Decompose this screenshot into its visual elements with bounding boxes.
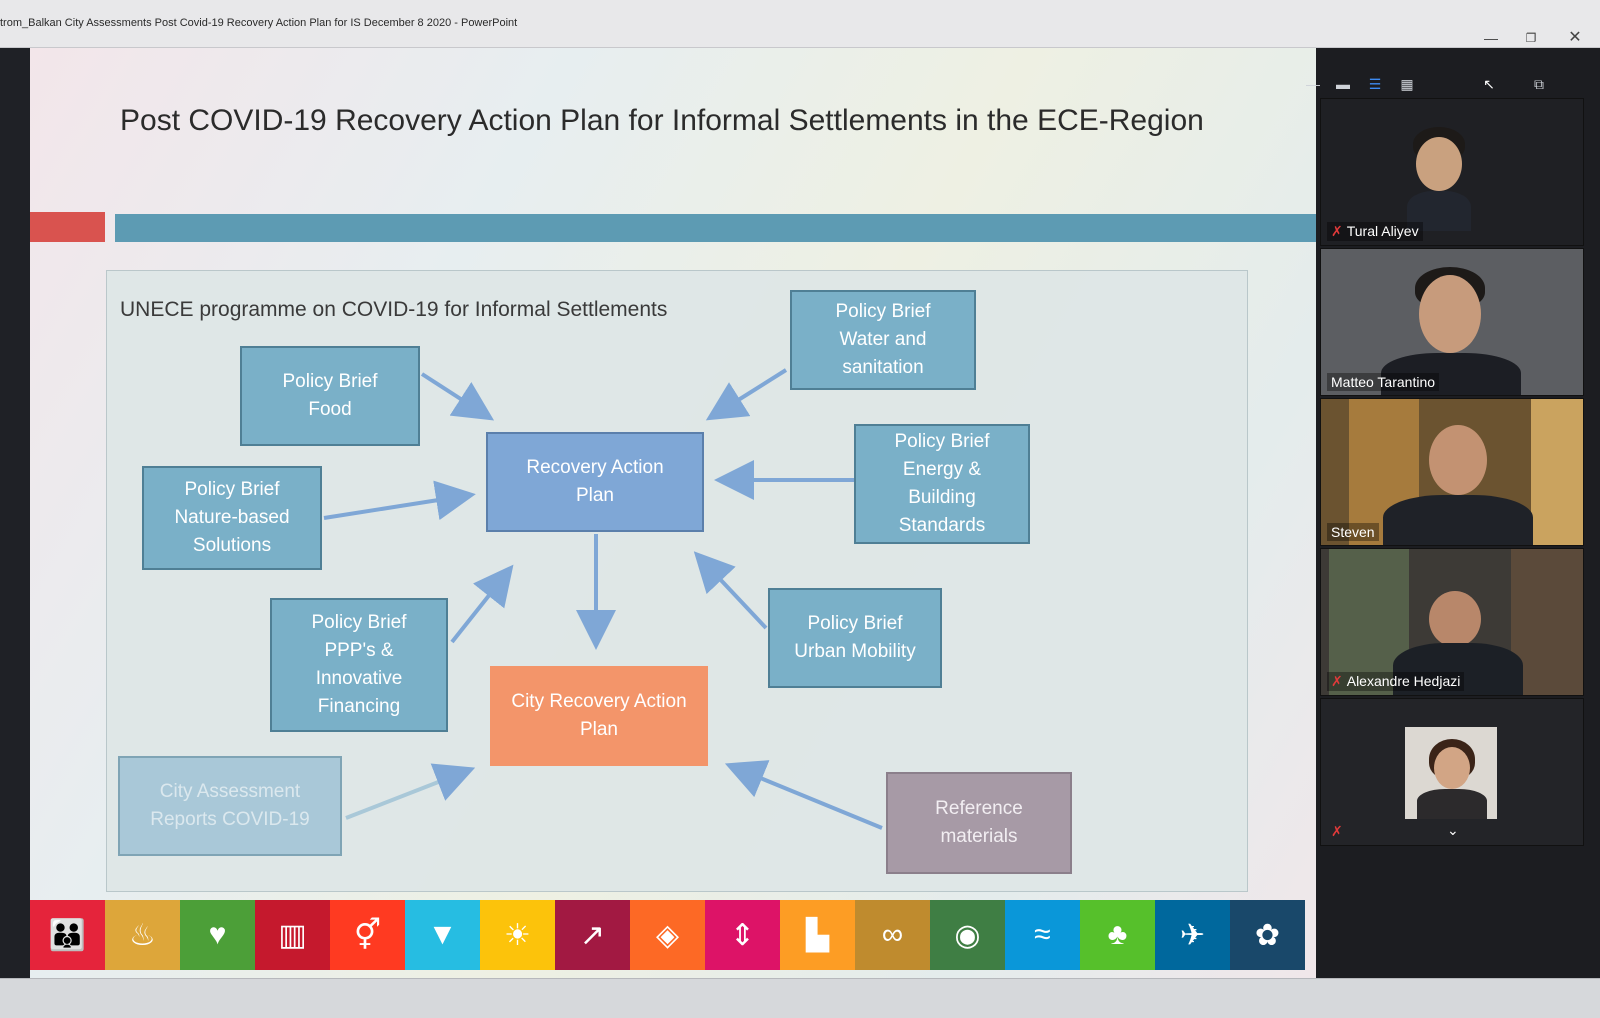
mic-off-icon: ✗ xyxy=(1331,223,1343,239)
dove-icon: ✈ xyxy=(1155,900,1230,970)
restore-icon[interactable]: ❐ xyxy=(1525,31,1537,45)
participant-face xyxy=(1434,747,1470,789)
video-gallery: — ▬ ☰ ▦ ↖ ⧉ ✗Tural Aliyev Matteo Taranti… xyxy=(1306,48,1600,978)
close-icon[interactable]: ✕ xyxy=(1568,29,1582,46)
slide-title: Post COVID-19 Recovery Action Plan for I… xyxy=(120,104,1204,137)
city-assessment-reports: City Assessment Reports COVID-19 xyxy=(118,756,342,856)
video-tile-2[interactable]: Matteo Tarantino xyxy=(1320,248,1584,396)
minimize-gallery-icon[interactable]: — xyxy=(1306,76,1320,92)
policy-brief-ppp: Policy Brief PPP's & Innovative Financin… xyxy=(270,598,448,732)
policy-brief-water: Policy Brief Water and sanitation xyxy=(790,290,976,390)
mic-off-icon: ✗ xyxy=(1331,823,1343,839)
city-recovery-action-plan: City Recovery Action Plan xyxy=(490,666,708,766)
video-tile-4[interactable]: ✗Alexandre Hedjazi xyxy=(1320,548,1584,696)
video-tile-5[interactable]: ✗ ⌄ xyxy=(1320,698,1584,846)
infinity-icon: ∞ xyxy=(855,900,930,970)
policy-brief-food: Policy Brief Food xyxy=(240,346,420,446)
participant-face xyxy=(1429,591,1481,647)
participant-face xyxy=(1419,275,1481,353)
sdg-strip: 👪♨♥▥⚥▼☀↗◈⇕▙∞◉≈♣✈✿ xyxy=(30,900,1305,970)
heartbeat-icon: ♥ xyxy=(180,900,255,970)
participant-face xyxy=(1429,425,1487,495)
slide: Post COVID-19 Recovery Action Plan for I… xyxy=(30,48,1316,978)
growth-chart-icon: ↗ xyxy=(555,900,630,970)
participant-name-tag: ✗Alexandre Hedjazi xyxy=(1327,672,1465,691)
policy-brief-nature: Policy Brief Nature-based Solutions xyxy=(142,466,322,570)
chevron-down-icon[interactable]: ⌄ xyxy=(1447,822,1459,838)
video-tile-3[interactable]: Steven xyxy=(1320,398,1584,546)
video-tile-1[interactable]: ✗Tural Aliyev xyxy=(1320,98,1584,246)
exit-fullscreen-icon[interactable]: ⧉ xyxy=(1534,76,1544,92)
policy-brief-mobility: Policy Brief Urban Mobility xyxy=(768,588,942,688)
reference-materials: Reference materials xyxy=(886,772,1072,874)
minimize-icon[interactable]: — xyxy=(1484,30,1498,46)
participant-face xyxy=(1416,137,1462,191)
panel-heading: UNECE programme on COVID-19 for Informal… xyxy=(120,298,668,321)
participant-name-tag: ✗ xyxy=(1327,822,1351,841)
strip-view-icon[interactable]: ☰ xyxy=(1368,76,1382,92)
gallery-grid-icon[interactable]: ▦ xyxy=(1400,76,1414,92)
city-icon: ▙ xyxy=(780,900,855,970)
gender-icon: ⚥ xyxy=(330,900,405,970)
window-titlebar: trom_Balkan City Assessments Post Covid-… xyxy=(0,0,1600,48)
recovery-action-plan: Recovery Action Plan xyxy=(486,432,704,532)
cursor-icon: ↖ xyxy=(1483,76,1495,92)
cubes-icon: ◈ xyxy=(630,900,705,970)
speaker-view-icon[interactable]: ▬ xyxy=(1336,76,1350,92)
equality-icon: ⇕ xyxy=(705,900,780,970)
participant-name-tag: Matteo Tarantino xyxy=(1327,373,1440,391)
mic-off-icon: ✗ xyxy=(1331,673,1343,689)
water-drop-icon: ▼ xyxy=(405,900,480,970)
eye-globe-icon: ◉ xyxy=(930,900,1005,970)
blue-accent-bar xyxy=(115,214,1316,242)
participant-name-tag: ✗Tural Aliyev xyxy=(1327,222,1423,241)
tree-icon: ♣ xyxy=(1080,900,1155,970)
bowl-icon: ♨ xyxy=(105,900,180,970)
sun-icon: ☀ xyxy=(480,900,555,970)
window-title: trom_Balkan City Assessments Post Covid-… xyxy=(0,17,518,29)
fish-icon: ≈ xyxy=(1005,900,1080,970)
people-icon: 👪 xyxy=(30,900,105,970)
policy-brief-energy: Policy Brief Energy & Building Standards xyxy=(854,424,1030,544)
red-accent-bar xyxy=(30,212,105,242)
participant-name-tag: Steven xyxy=(1327,523,1379,541)
book-icon: ▥ xyxy=(255,900,330,970)
flower-icon: ✿ xyxy=(1230,900,1305,970)
status-bar xyxy=(0,978,1600,1018)
